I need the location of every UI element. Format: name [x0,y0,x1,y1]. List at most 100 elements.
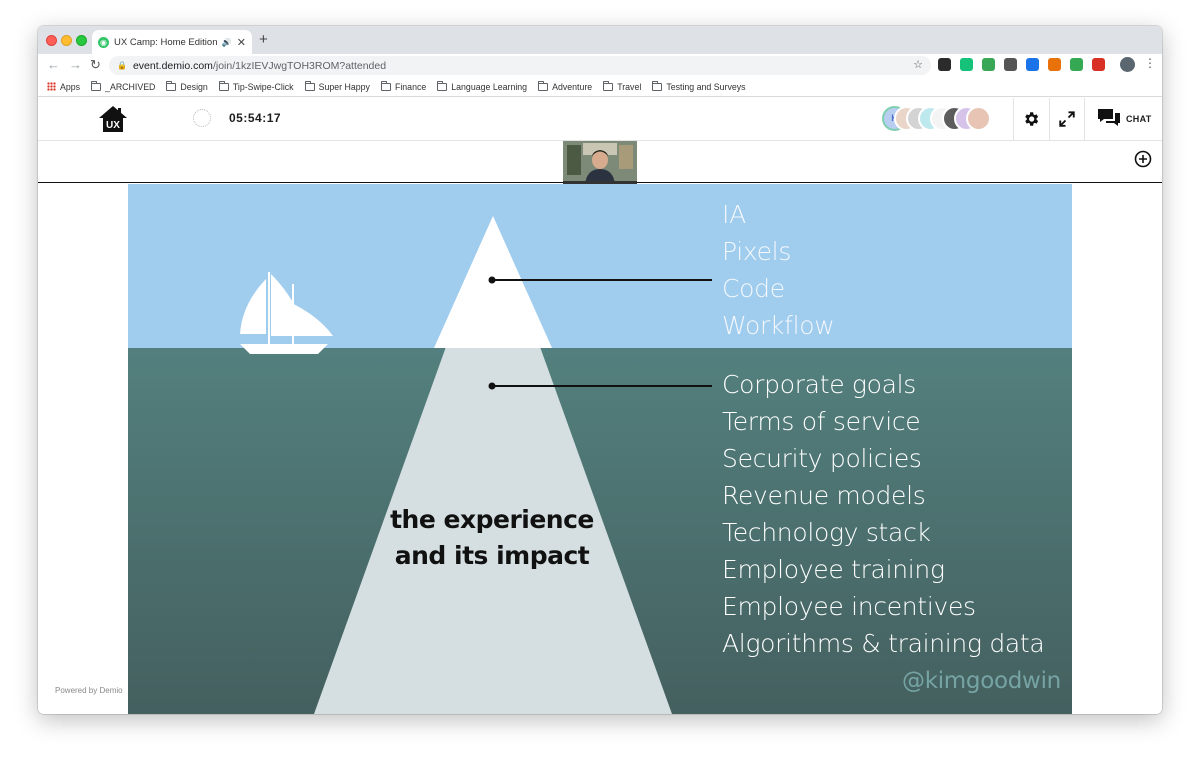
apps-grid-icon [47,82,56,91]
extension-icon[interactable] [1048,58,1061,71]
bookmark-label: Super Happy [318,81,370,92]
folder-icon [603,80,614,91]
url-path: /join/1kzIEVJwgTOH3ROM?attended [212,59,387,72]
bookmarks-bar: Apps _ARCHIVED Design Tip-Swipe-Click Super … [38,77,1162,97]
bookmark-item[interactable]: Adventure [538,80,593,92]
new-tab-button[interactable]: + [259,31,268,48]
session-timer: 05:54:17 [229,111,282,125]
slide-list-item: Security policies [722,444,922,473]
folder-icon [304,80,315,91]
browser-toolbar: ← → ↻ 🔒 event.demio.com/join/1kzIEVJwgTO… [38,54,1162,77]
speaker-icon[interactable]: 🔊 [221,37,232,47]
demio-favicon-icon: ◉ [98,36,109,48]
logo-text: UX [106,120,120,131]
pointer-dot-top [488,276,496,284]
address-bar[interactable]: 🔒 event.demio.com/join/1kzIEVJwgTOH3ROM?… [109,56,931,75]
powered-by-link[interactable]: Powered by Demio [55,686,123,695]
tab-strip: ◉ UX Camp: Home Edition J... 🔊 ✕ + [38,26,1162,54]
bookmark-item[interactable]: Tip-Swipe-Click [218,80,294,92]
ux-house-logo-icon[interactable]: UX [98,105,128,133]
stage-strip [38,141,1162,184]
slide-list-item: Technology stack [722,518,931,547]
minimize-window-button[interactable] [61,35,72,46]
center-label: the experience and its impact [374,502,610,574]
bookmark-label: Apps [60,81,81,92]
folder-icon [538,80,549,91]
presenter-video[interactable] [563,141,637,184]
folder-icon [437,80,448,91]
slide-list-item: Terms of service [722,407,921,436]
zoom-window-button[interactable] [76,35,87,46]
bookmark-item[interactable]: Design [166,80,208,92]
bookmark-item[interactable]: Super Happy [304,80,370,92]
bookmark-label: Language Learning [451,81,528,92]
loading-spinner-icon [193,109,211,127]
extension-icon[interactable] [1092,58,1105,71]
bookmark-label: Testing and Surveys [666,81,746,92]
iceberg-below [314,216,672,714]
bookmark-item[interactable]: Testing and Surveys [652,80,746,92]
folder-icon [218,80,229,91]
tab-ux-camp[interactable]: ◉ UX Camp: Home Edition J... 🔊 ✕ [92,30,252,54]
attendee-avatars[interactable]: K [882,106,1002,133]
gear-icon[interactable] [1022,110,1040,128]
slide-list-item: Employee incentives [722,592,976,621]
url-host: event.demio.com [132,59,213,72]
bookmark-label: Travel [617,81,642,92]
close-window-button[interactable] [46,35,57,46]
presenter-thumbnail [563,141,637,181]
slide-list-item: Algorithms & training data [722,629,1045,658]
extension-icon[interactable] [960,58,973,71]
extension-icon[interactable] [938,58,951,71]
bookmark-label: Finance [394,81,427,92]
slide-list-item: Revenue models [722,481,926,510]
author-handle: @kimgoodwin [902,668,1061,694]
folder-icon [91,80,102,91]
bookmark-label: Tip-Swipe-Click [232,81,294,92]
chat-button[interactable]: CHAT [1126,114,1152,124]
browser-window: ◉ UX Camp: Home Edition J... 🔊 ✕ + ← → ↻… [38,26,1162,714]
pointer-dot-bottom [488,382,496,390]
header-divider [1084,98,1085,140]
slide-list-item: Code [722,274,785,303]
chat-bubbles-icon[interactable] [1097,108,1121,128]
browser-menu-icon[interactable]: ⋮ [1144,56,1156,70]
reload-button[interactable]: ↻ [90,57,101,72]
slide-list-item: Corporate goals [722,370,917,399]
extensions-bar [938,58,1105,71]
attendee-avatar[interactable] [966,106,991,131]
extension-icon[interactable] [1004,58,1017,71]
sailboat-icon [240,272,333,354]
slide-list-item: IA [722,200,746,229]
bookmark-label: Adventure [552,81,593,92]
bookmark-item[interactable]: Travel [603,80,642,92]
slide-list-item: Employee training [722,555,945,584]
folder-icon [166,80,177,91]
demio-header: UX 05:54:17 K CHAT [38,98,1162,141]
bookmark-item[interactable]: _ARCHIVED [91,80,156,92]
url-text: event.demio.com/join/1kzIEVJwgTOH3ROM?at… [133,60,386,72]
back-button[interactable]: ← [47,57,60,72]
profile-avatar[interactable] [1120,57,1135,72]
add-circle-icon[interactable] [1134,150,1152,168]
bookmark-label: Design [180,81,208,92]
bookmark-label: _ARCHIVED [105,81,156,92]
extension-icon[interactable] [1026,58,1039,71]
extension-icon[interactable] [1070,58,1083,71]
header-divider [1013,98,1014,140]
center-label-line-1: the experience [390,505,594,534]
extension-icon[interactable] [982,58,995,71]
bookmark-item[interactable]: Language Learning [437,80,528,92]
fullscreen-icon[interactable] [1058,110,1076,128]
tab-close-icon[interactable]: ✕ [236,36,246,49]
tab-title: UX Camp: Home Edition J... [114,36,217,48]
forward-button[interactable]: → [69,57,82,72]
bookmark-star-icon[interactable]: ☆ [913,59,923,71]
folder-icon [380,80,391,91]
bookmark-item[interactable]: Apps [47,82,80,92]
bookmark-item[interactable]: Finance [380,80,427,92]
